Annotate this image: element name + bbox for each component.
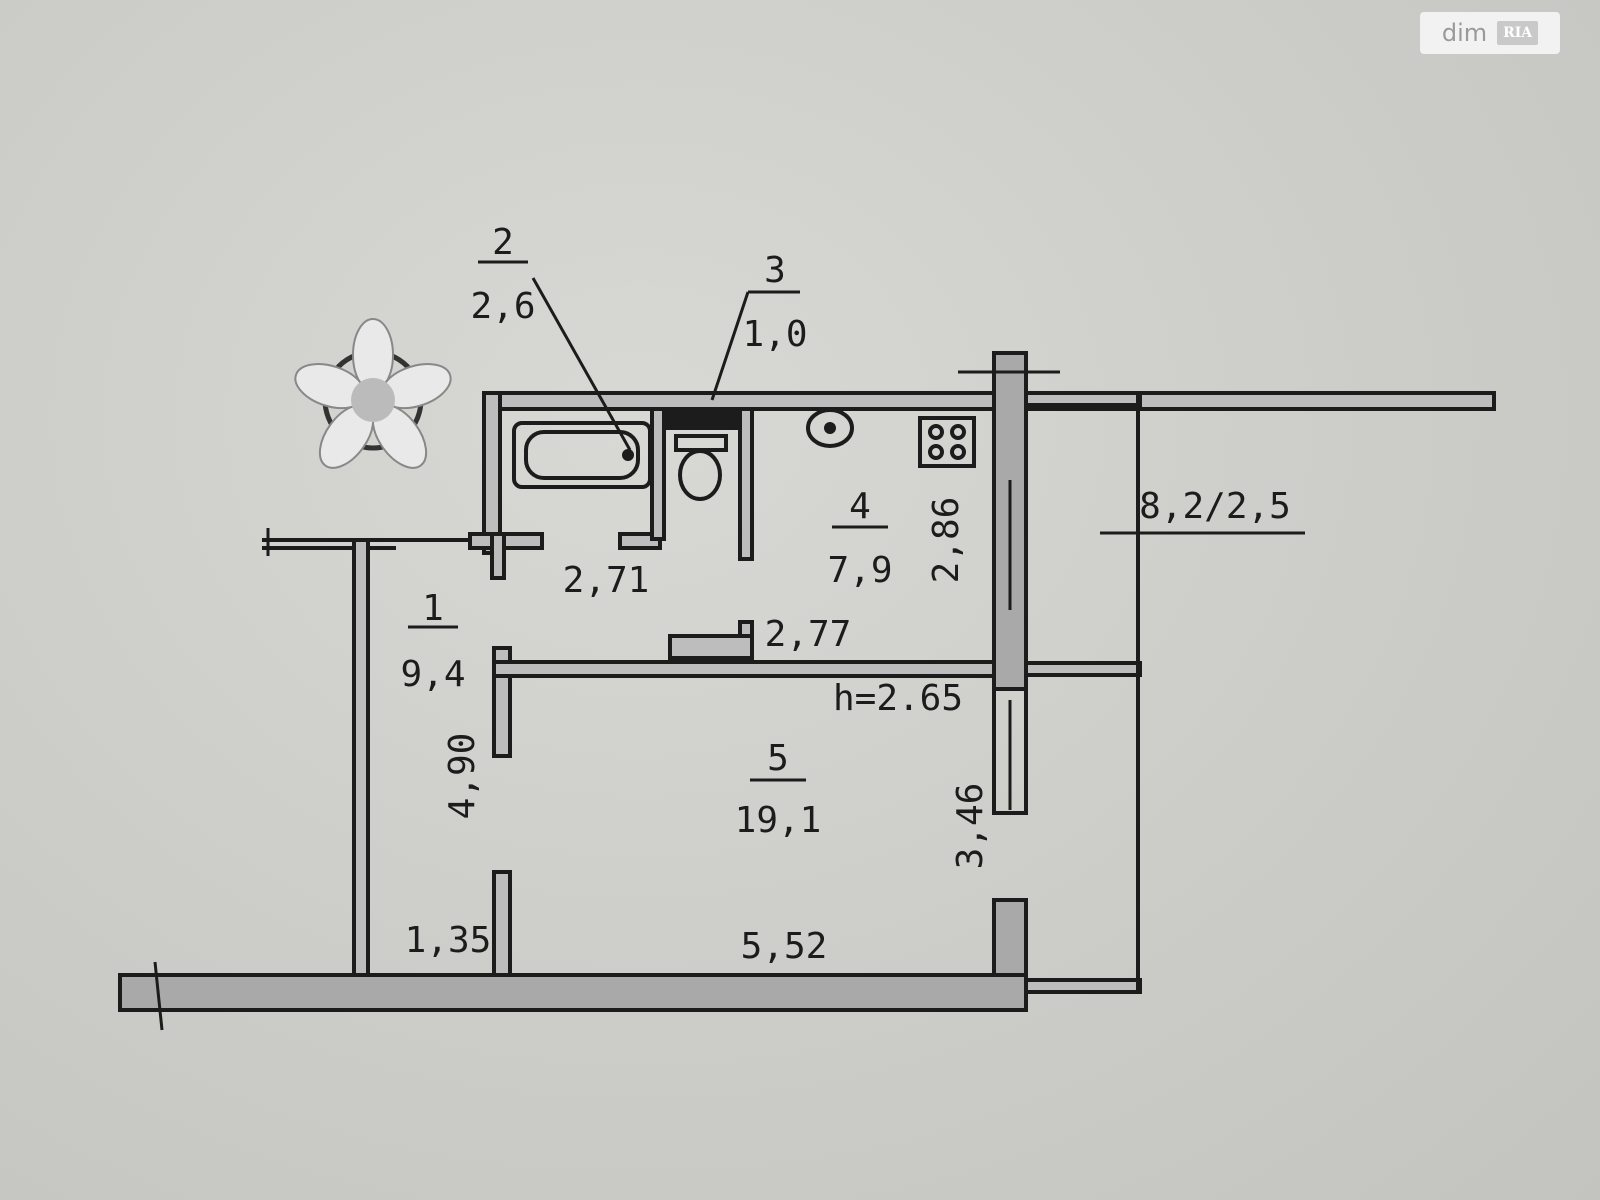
bathtub-icon (512, 421, 652, 489)
balcony-label: 8,2/2,5 (1139, 486, 1291, 527)
dim-corridor-top: 2,71 (563, 560, 650, 601)
svg-text:1,0: 1,0 (742, 314, 807, 355)
room-1-label: 1 9,4 (400, 588, 465, 695)
watermark-badge: RIA (1497, 21, 1539, 45)
svg-text:4: 4 (849, 486, 871, 527)
compass-icon (294, 318, 452, 469)
svg-text:1: 1 (422, 588, 444, 629)
dim-hall-width: 1,35 (405, 920, 492, 961)
svg-text:5: 5 (767, 738, 789, 779)
svg-text:3: 3 (764, 250, 786, 291)
svg-text:19,1: 19,1 (735, 800, 822, 841)
dim-living-depth: 3,46 (950, 783, 991, 870)
dim-living-width: 5,52 (741, 926, 828, 967)
room-4-label: 4 7,9 (827, 486, 892, 591)
ceiling-height: h=2.65 (833, 678, 963, 719)
dim-kitchen-width: 2,77 (765, 614, 852, 655)
toilet-icon (662, 408, 738, 501)
room-5-label: 5 19,1 (735, 738, 822, 841)
walls (118, 351, 1496, 1031)
room-3-label: 3 1,0 (742, 250, 807, 355)
watermark-text: dim (1441, 19, 1488, 47)
sink-icon (806, 408, 854, 448)
dim-ria-watermark: dim RIA (1420, 12, 1560, 54)
svg-text:9,4: 9,4 (400, 654, 465, 695)
room-leaders (408, 260, 888, 782)
svg-text:2,6: 2,6 (470, 286, 535, 327)
svg-text:7,9: 7,9 (827, 550, 892, 591)
stove-icon (918, 416, 976, 468)
room-2-label: 2 2,6 (470, 222, 535, 327)
svg-text:2: 2 (492, 222, 514, 263)
dim-kitchen-depth: 2,86 (926, 497, 967, 584)
dim-hall-length: 4,90 (442, 733, 483, 820)
